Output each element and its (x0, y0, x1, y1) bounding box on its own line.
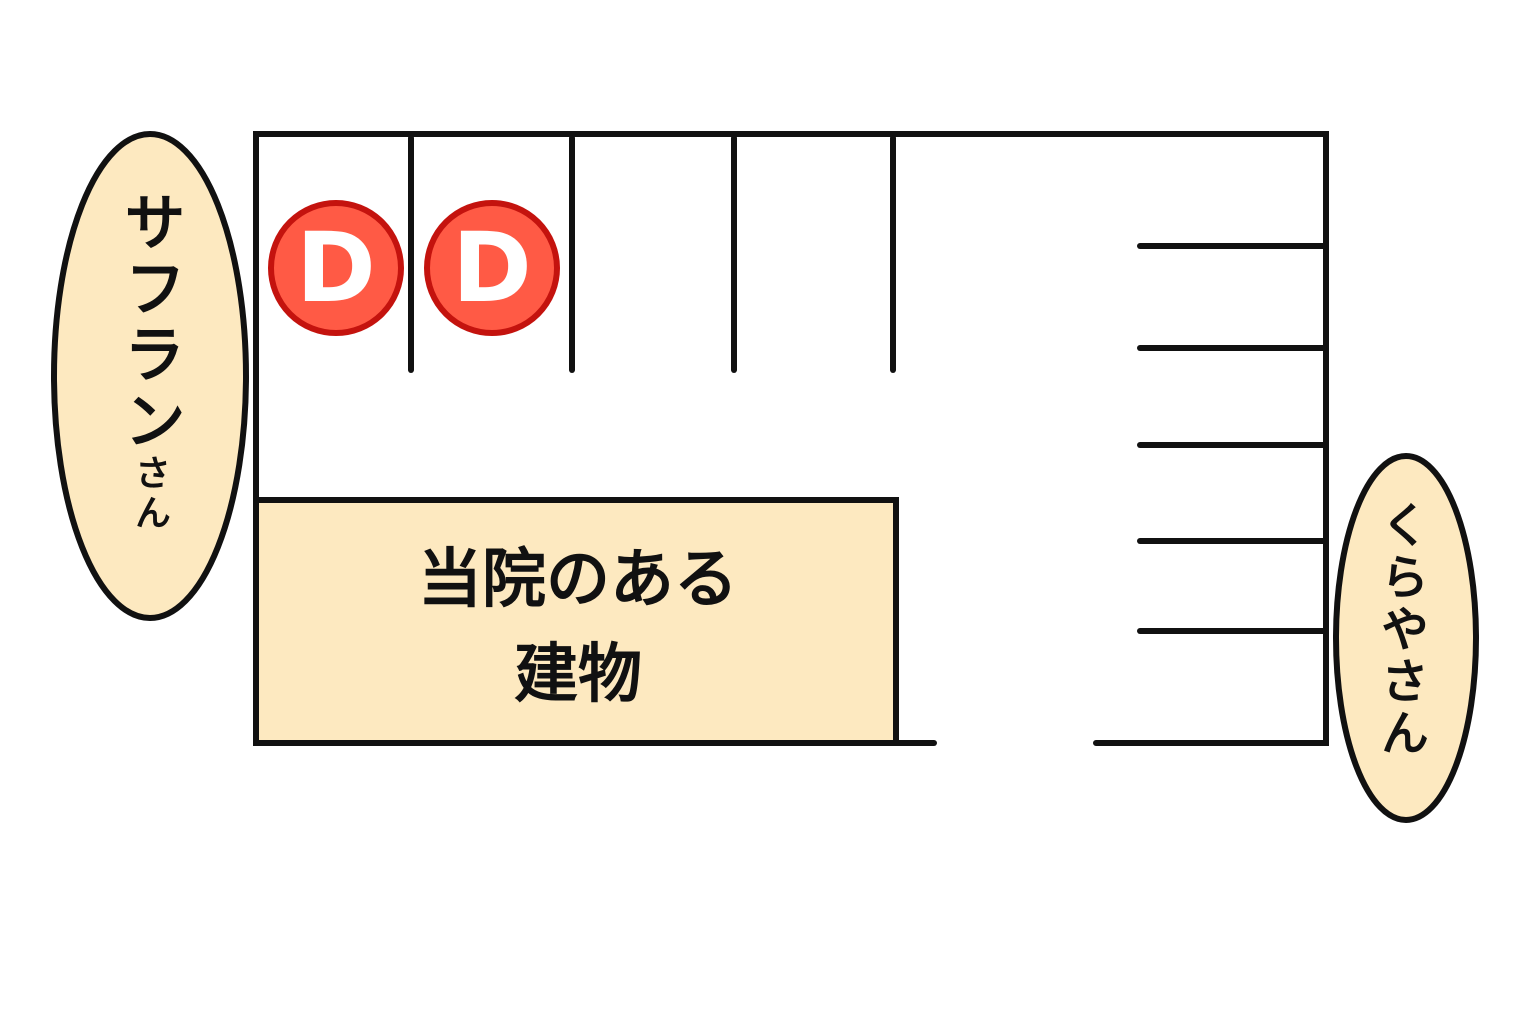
neighbor-name: くらや (1372, 500, 1428, 656)
parking-marker-d: D (268, 200, 404, 336)
neighbor-bubble-right (1333, 453, 1479, 823)
lot-boundary (253, 131, 1329, 746)
neighbor-suffix: さん (129, 454, 170, 534)
neighbor-name: サフラン (113, 190, 186, 454)
building-label-line2: 建物 (514, 638, 642, 712)
neighbor-suffix: さん (1372, 656, 1428, 760)
parking-marker-d: D (424, 200, 560, 336)
neighbor-label-left: サフランさん (113, 190, 186, 534)
building-label-line1: 当院のある (418, 543, 738, 617)
neighbor-bubble-left (51, 131, 249, 621)
neighbor-label-right: くらやさん (1372, 500, 1428, 760)
